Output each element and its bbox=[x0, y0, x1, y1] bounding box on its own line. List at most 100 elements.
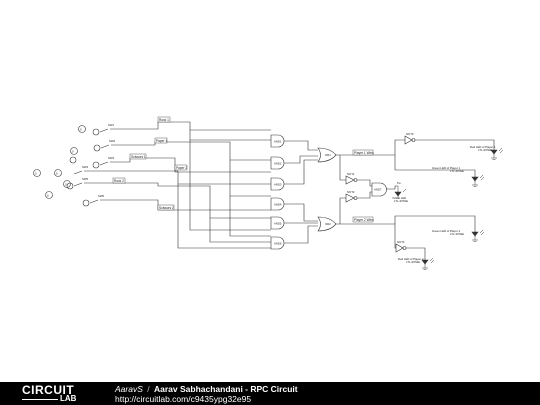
input-value-5: 0 bbox=[65, 183, 67, 187]
not-gate-bottom[interactable] bbox=[395, 243, 404, 253]
wire-and6-or2 bbox=[284, 225, 318, 244]
logo-text-bottom: LAB bbox=[60, 394, 77, 403]
or-gate-2[interactable] bbox=[317, 216, 337, 232]
switch-5[interactable] bbox=[73, 182, 96, 187]
label-rock-2: Rock 2 bbox=[114, 179, 124, 183]
wire-and1-or1 bbox=[284, 140, 318, 151]
logo-wire-icon bbox=[22, 399, 58, 400]
switch-6[interactable] bbox=[89, 199, 112, 204]
and-gate-3[interactable] bbox=[270, 177, 285, 191]
and-gate-6[interactable] bbox=[270, 236, 285, 250]
tie-and-gate[interactable] bbox=[371, 182, 387, 197]
led-green-p2-part: LTL-307EE bbox=[450, 232, 464, 236]
and-gate-5[interactable] bbox=[270, 216, 285, 230]
circuitlab-logo[interactable]: CIRCUIT LAB bbox=[22, 384, 94, 403]
led-green-p2-rays bbox=[474, 229, 485, 240]
switch-1[interactable] bbox=[99, 128, 122, 133]
input-terminal-6[interactable] bbox=[45, 191, 53, 199]
or-label-1: OR1 bbox=[325, 153, 331, 157]
label-player-1-wins: Player 1 Wins bbox=[354, 151, 374, 155]
not-gate-2[interactable] bbox=[345, 193, 355, 203]
not-gate-top[interactable] bbox=[404, 135, 413, 145]
wire-in-5 bbox=[96, 182, 271, 219]
input-value-4: 0 bbox=[56, 172, 58, 176]
tie-led-name: Yellow LED bbox=[392, 196, 406, 200]
wire-in-4 bbox=[96, 170, 271, 185]
logo-text-top: CIRCUIT bbox=[22, 383, 75, 397]
wire-p2-wins bbox=[336, 223, 396, 249]
footer-bar: CIRCUIT LAB AaravS / Aarav Sabhachandani… bbox=[0, 382, 540, 405]
led-red-p1-icon bbox=[490, 149, 498, 155]
input-value-2: 0 bbox=[72, 150, 74, 154]
ground-icon-4 bbox=[422, 267, 428, 270]
led-red-p2-rays bbox=[424, 257, 435, 268]
author-link[interactable]: AaravS bbox=[115, 384, 143, 394]
input-terminal-3[interactable] bbox=[33, 169, 41, 177]
led-green-p1-rays bbox=[474, 174, 485, 185]
led-red-p2-part: LTL-307EE bbox=[406, 260, 420, 264]
circuit-title: Aarav Sabhachandani - RPC Circuit bbox=[154, 384, 298, 394]
tie-label: Tie bbox=[397, 181, 401, 185]
led-red-p2-name: Red LED of Player 2 bbox=[398, 257, 424, 261]
credit-separator: / bbox=[147, 384, 150, 394]
input-terminal-2[interactable] bbox=[70, 147, 78, 155]
label-player-2-wins: Player 2 Wins bbox=[354, 218, 374, 222]
switch-2[interactable] bbox=[100, 144, 123, 149]
led-green-p1-icon bbox=[471, 176, 479, 182]
and-gate-4[interactable] bbox=[270, 197, 285, 211]
ground-icon-3 bbox=[472, 239, 478, 242]
wire-bus-c bbox=[177, 184, 271, 249]
source-dot-5 bbox=[66, 182, 74, 190]
led-green-p1-name: Green LED of Player 1 bbox=[432, 166, 461, 170]
and-label-2: AND2 bbox=[274, 162, 282, 166]
wire-bottom-red bbox=[406, 247, 426, 260]
not-gate-1[interactable] bbox=[345, 175, 355, 185]
input-terminal-5[interactable] bbox=[63, 180, 71, 188]
label-rock-1: Rock 1 bbox=[159, 118, 169, 122]
switch-3[interactable] bbox=[99, 161, 122, 166]
input-terminal-1[interactable] bbox=[78, 125, 86, 133]
or-label-2: OR2 bbox=[325, 222, 331, 226]
wire-and3-or1 bbox=[284, 159, 318, 185]
and-label-3: AND3 bbox=[274, 183, 282, 187]
switch-label-2: SW2 bbox=[109, 139, 116, 143]
led-red-p1-rays bbox=[493, 147, 504, 158]
not-bottom-label: NOT4 bbox=[397, 240, 405, 244]
or-gate-1[interactable] bbox=[317, 147, 337, 163]
switch-label-4: SW4 bbox=[82, 165, 89, 169]
not-top-label: NOT3 bbox=[406, 132, 414, 136]
and-label-1: AND1 bbox=[274, 140, 282, 144]
schematic-canvas[interactable]: Rock 1 Paper 1 Scissors 1 Paper 2 Rock 2… bbox=[0, 0, 540, 382]
label-paper-1: Paper 1 bbox=[156, 139, 167, 143]
led-red-p1-name: Red LED of Player 1 bbox=[470, 145, 496, 149]
switch-label-1: SW1 bbox=[108, 123, 115, 127]
led-red-p1-part: LTL-307EE bbox=[478, 148, 492, 152]
led-tie-rays bbox=[397, 186, 407, 199]
and-gate-1[interactable] bbox=[270, 134, 285, 148]
wire-bus-b bbox=[229, 160, 271, 237]
wire-in-2 bbox=[123, 141, 271, 161]
and-gate-2[interactable] bbox=[270, 156, 285, 170]
not-label-1: NOT1 bbox=[347, 172, 355, 176]
input-value-6: 0 bbox=[47, 194, 49, 198]
switch-label-5: SW5 bbox=[82, 177, 89, 181]
wire-top-green bbox=[395, 169, 476, 177]
label-scissors-1: Scissors 1 bbox=[131, 155, 146, 159]
wire-and2-or1 bbox=[284, 155, 318, 164]
wire-in-1 bbox=[122, 121, 271, 131]
switch-4[interactable] bbox=[73, 170, 96, 175]
led-green-p1-part: LTL-307EE bbox=[450, 169, 464, 173]
wire-tie-out bbox=[386, 185, 398, 190]
and-label-5: AND5 bbox=[274, 222, 282, 226]
tie-led-part: LTL-307EE bbox=[394, 199, 408, 203]
input-value-3: 0 bbox=[35, 172, 37, 176]
tie-and-label: AND7 bbox=[374, 188, 382, 192]
wire-in-3 bbox=[122, 157, 271, 173]
source-dot-6 bbox=[82, 199, 90, 207]
input-value-1: 0 bbox=[80, 128, 82, 132]
source-dot-1 bbox=[92, 128, 100, 136]
led-green-p2-icon bbox=[471, 231, 479, 237]
ground-icon-2 bbox=[472, 184, 478, 187]
circuit-url[interactable]: http://circuitlab.com/c9435ypg32e95 bbox=[115, 394, 252, 404]
input-terminal-4[interactable] bbox=[54, 169, 62, 177]
